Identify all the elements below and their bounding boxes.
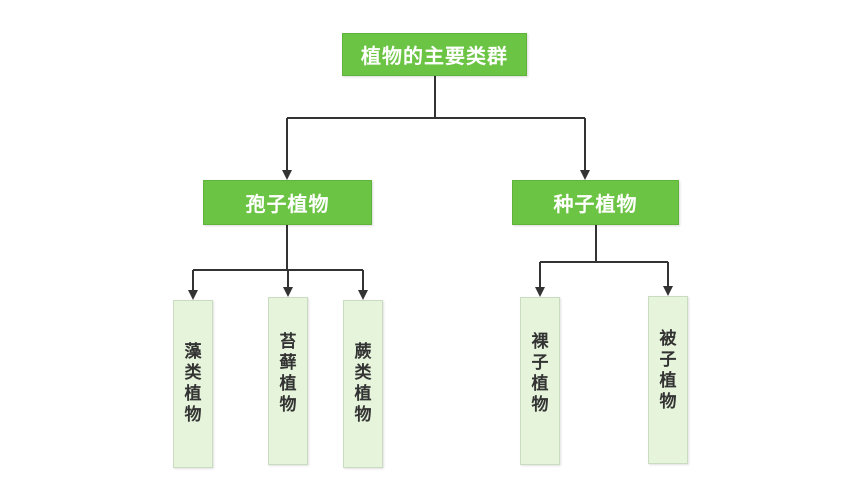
algae-label: 藻类植物 <box>184 342 202 425</box>
moss-node: 苔藓植物 <box>268 297 308 465</box>
angiosperm-label: 被子植物 <box>659 329 677 412</box>
angiosperm-node: 被子植物 <box>648 296 688 464</box>
gymnosperm-label: 裸子植物 <box>531 332 549 415</box>
gymnosperm-node: 裸子植物 <box>520 297 560 465</box>
algae-node: 藻类植物 <box>173 300 213 468</box>
moss-label: 苔藓植物 <box>279 332 297 415</box>
spore-plants-node: 孢子植物 <box>203 180 372 225</box>
fern-label: 蕨类植物 <box>354 342 372 425</box>
seed-plants-node: 种子植物 <box>512 180 679 225</box>
fern-node: 蕨类植物 <box>343 300 383 468</box>
root-node: 植物的主要类群 <box>342 33 527 76</box>
